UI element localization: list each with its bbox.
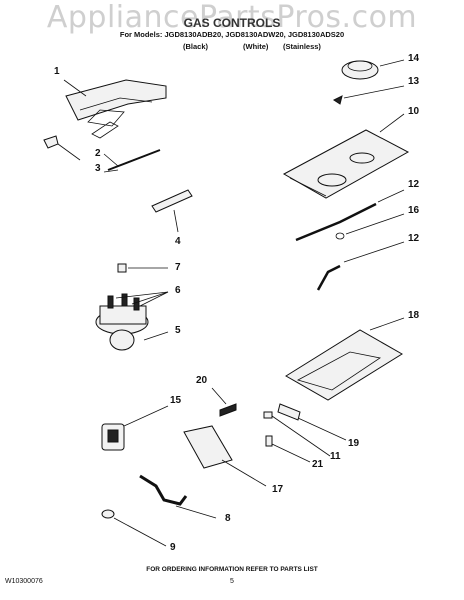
- callout-14: 14: [408, 53, 420, 64]
- page-number: 5: [230, 578, 234, 585]
- callout-7: 7: [175, 262, 181, 273]
- callout-19: 19: [348, 438, 360, 449]
- callout-20: 20: [196, 375, 208, 386]
- part-burner-box: [282, 113, 410, 199]
- callout-12-upper: 12: [408, 179, 420, 190]
- page-title: GAS CONTROLS: [183, 16, 281, 30]
- watermark-text: AppliancePartsPros.com: [46, 0, 418, 35]
- part-mounting-plate: [183, 425, 267, 487]
- callout-2: 2: [95, 148, 101, 159]
- callout-1: 1: [54, 66, 60, 77]
- part-bracket: [151, 189, 193, 233]
- part-spark-module: [101, 405, 169, 451]
- document-number: W10300076: [5, 578, 43, 585]
- callout-3: 3: [95, 163, 101, 174]
- models-line: For Models: JGD8130ADB20, JGD8130ADW20, …: [119, 30, 345, 39]
- part-manifold-assembly: [63, 79, 167, 139]
- part-burner-tray: [285, 317, 405, 401]
- callout-16: 16: [408, 205, 420, 216]
- callout-4: 4: [175, 236, 181, 247]
- callout-8: 8: [225, 513, 231, 524]
- ordering-note: FOR ORDERING INFORMATION REFER TO PARTS …: [146, 566, 318, 573]
- part-valve: [95, 291, 169, 351]
- finish-black: (Black): [183, 42, 209, 51]
- callout-11: 11: [330, 451, 341, 462]
- part-igniter-small: [333, 95, 343, 105]
- callout-13: 13: [408, 76, 420, 87]
- callout-10: 10: [408, 106, 420, 117]
- finish-white: (White): [243, 42, 269, 51]
- callout-15: 15: [170, 395, 182, 406]
- callout-6: 6: [175, 285, 181, 296]
- callout-17: 17: [272, 484, 284, 495]
- part-washer: [101, 509, 115, 519]
- part-burner-cap: [341, 59, 405, 80]
- part-label: [117, 263, 127, 273]
- finish-stainless: (Stainless): [283, 42, 321, 51]
- callout-12-lower: 12: [408, 233, 420, 244]
- callout-18: 18: [408, 310, 420, 321]
- part-gas-pipe: [139, 474, 217, 519]
- part-hardware-cluster: [211, 387, 347, 463]
- part-clip: [43, 135, 81, 161]
- part-gas-tube-lower: [316, 241, 405, 291]
- part-rod: [103, 149, 161, 173]
- part-o-ring: [335, 232, 345, 240]
- callout-21: 21: [312, 459, 324, 470]
- callout-9: 9: [170, 542, 176, 553]
- callout-5: 5: [175, 325, 181, 336]
- part-gas-tube-upper: [295, 189, 405, 242]
